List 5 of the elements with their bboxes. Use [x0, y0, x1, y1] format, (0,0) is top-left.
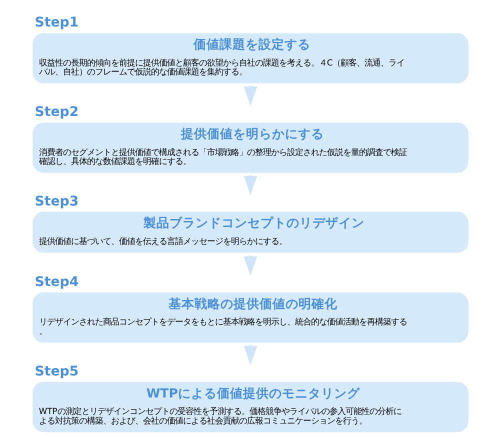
- node-label: Step5: [34, 364, 78, 380]
- node-label: Step4: [34, 274, 78, 290]
- node-label: Step3: [34, 194, 78, 210]
- node-label: Step2: [34, 105, 78, 120]
- node-label: Step1: [34, 16, 78, 31]
